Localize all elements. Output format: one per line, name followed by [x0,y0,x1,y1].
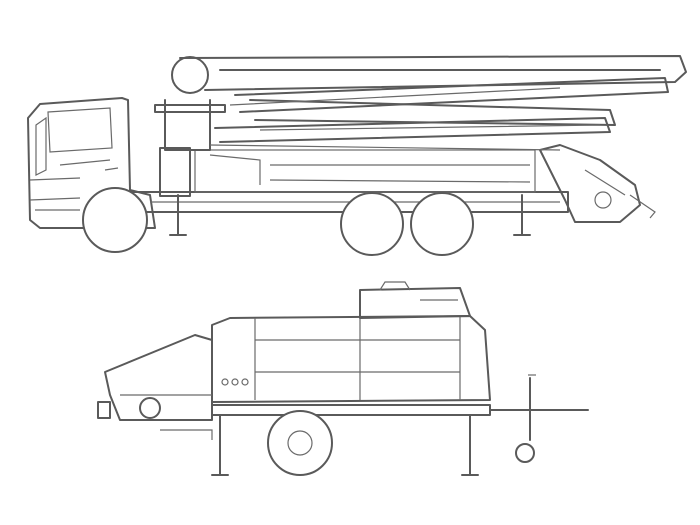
trailer-frame [211,374,589,476]
outriggers [169,194,531,236]
boom-pump-truck [27,55,687,256]
trailer-wheel [267,410,333,476]
jockey-wheel [515,443,535,463]
trailer-concrete-pump [97,281,589,476]
truck-wheels [82,187,474,256]
hopper [97,334,213,440]
pump-body [211,281,491,403]
boom-arm [154,55,687,151]
